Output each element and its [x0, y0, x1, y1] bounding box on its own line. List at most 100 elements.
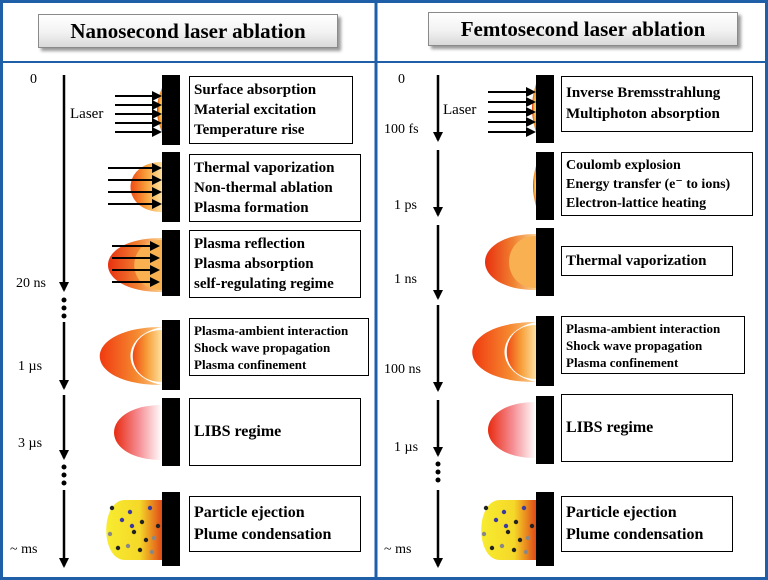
right-libs-plume [488, 402, 536, 458]
stage-line: Coulomb explosion [566, 157, 681, 173]
particle-dot [155, 523, 161, 529]
particle-dot [529, 523, 535, 529]
left-timeline-dots [61, 297, 67, 486]
stage-line: Material excitation [194, 102, 317, 118]
right-time-label: 1 ps [394, 198, 417, 213]
right-time-label: 100 ns [384, 362, 421, 377]
right-stage-box: LIBS regime [561, 394, 733, 462]
stage-line: Surface absorption [194, 82, 317, 98]
right-hotspot-2 [533, 166, 536, 206]
stage-line: Particle ejection [194, 504, 305, 521]
stage-line: Plume condensation [194, 526, 332, 543]
left-stage-box: Surface absorption Material excitation T… [189, 76, 353, 144]
particle-dot [109, 505, 115, 511]
particle-dot [129, 523, 135, 529]
left-time-label: 20 ns [16, 276, 46, 291]
particle-dot [525, 535, 531, 541]
left-hotspot-1 [157, 88, 162, 132]
right-plume-3b [509, 236, 536, 288]
particle-dot [139, 519, 145, 525]
particle-dot [107, 531, 113, 537]
right-laser-label: Laser [443, 102, 477, 118]
stage-line: Shock wave propagation [566, 337, 703, 353]
stage-line: Particle ejection [566, 504, 677, 521]
right-stage-box: Particle ejection Plume condensation [561, 496, 733, 552]
particle-dot [127, 509, 133, 515]
right-time-label: 1 ns [394, 272, 417, 287]
particle-dot [489, 545, 495, 551]
right-laser-arrows-1 [488, 87, 536, 137]
stage-line: Plume condensation [566, 526, 704, 543]
particle-dot [151, 535, 157, 541]
stage-line: Plasma formation [194, 200, 309, 216]
right-time-label: 100 fs [384, 122, 419, 137]
stage-line: Multiphoton absorption [566, 106, 720, 122]
stage-line: Plasma reflection [194, 236, 305, 252]
particle-dot [115, 545, 121, 551]
particle-dot [511, 547, 517, 553]
stage-line: Temperature rise [194, 122, 305, 138]
left-stage-box: Plasma reflection Plasma absorption self… [189, 230, 361, 298]
right-shock-outer [472, 322, 536, 382]
stage-line: Thermal vaporization [194, 160, 335, 176]
stage-line: Plasma-ambient interaction [566, 320, 721, 336]
stage-line: Inverse Bremsstrahlung [566, 85, 721, 101]
right-timeline-dots [435, 461, 441, 483]
right-time-label: ~ ms [384, 542, 412, 557]
left-stage-box: Thermal vaporization Non-thermal ablatio… [189, 154, 361, 222]
particle-dot [481, 531, 487, 537]
stage-line: Electron-lattice heating [566, 195, 707, 211]
right-stage-box: Inverse Bremsstrahlung Multiphoton absor… [561, 76, 753, 132]
left-laser-arrows-1 [115, 91, 162, 137]
particle-dot [503, 523, 509, 529]
right-particles [481, 505, 535, 555]
left-laser-arrows-2 [108, 163, 162, 209]
particle-dot [505, 529, 511, 535]
stage-line: Plasma confinement [566, 354, 679, 370]
stage-line: Plasma-ambient interaction [194, 322, 349, 338]
left-particles [107, 505, 161, 555]
particle-dot [483, 505, 489, 511]
particle-dot [493, 517, 499, 523]
right-stage-box: Plasma-ambient interaction Shock wave pr… [561, 316, 745, 374]
right-time-label: 1 µs [394, 440, 419, 455]
stage-line: LIBS regime [194, 423, 282, 440]
particle-dot [149, 549, 155, 555]
stage-line: Shock wave propagation [194, 339, 331, 355]
particle-dot [513, 519, 519, 525]
left-stage-box: LIBS regime [189, 398, 361, 466]
left-stage-box: Plasma-ambient interaction Shock wave pr… [189, 318, 369, 376]
particle-dot [131, 529, 137, 535]
stage-line: Plasma confinement [194, 356, 307, 372]
particle-dot [125, 543, 131, 549]
left-laser-arrows-3 [112, 241, 160, 287]
stage-line: Non-thermal ablation [194, 180, 333, 196]
stage-line: self-regulating regime [194, 276, 334, 292]
particle-dot [521, 505, 527, 511]
particle-dot [517, 537, 523, 543]
right-stage-box: Coulomb explosion Energy transfer (e⁻ to… [561, 152, 753, 216]
particle-dot [143, 537, 149, 543]
particle-dot [523, 549, 529, 555]
left-time-label: 1 µs [18, 359, 43, 374]
stage-line: LIBS regime [566, 419, 654, 436]
left-laser-label: Laser [70, 106, 104, 122]
left-time-label: ~ ms [10, 542, 38, 557]
left-shock-outer [99, 327, 162, 385]
left-time-label: 0 [30, 72, 37, 87]
right-time-label: 0 [398, 72, 405, 87]
right-panel-title: Femtosecond laser ablation [428, 12, 738, 46]
stage-line: Energy transfer (e⁻ to ions) [566, 176, 731, 192]
left-shock-inner [132, 330, 162, 382]
particle-dot [499, 543, 505, 549]
left-panel-title: Nanosecond laser ablation [38, 14, 338, 48]
left-targets [162, 75, 180, 566]
left-time-label: 3 µs [18, 436, 43, 451]
stage-line: Thermal vaporization [566, 253, 707, 269]
left-stage-box: Particle ejection Plume condensation [189, 496, 361, 552]
particle-dot [119, 517, 125, 523]
left-libs-plume [114, 405, 162, 460]
right-stage-box: Thermal vaporization [561, 246, 733, 276]
